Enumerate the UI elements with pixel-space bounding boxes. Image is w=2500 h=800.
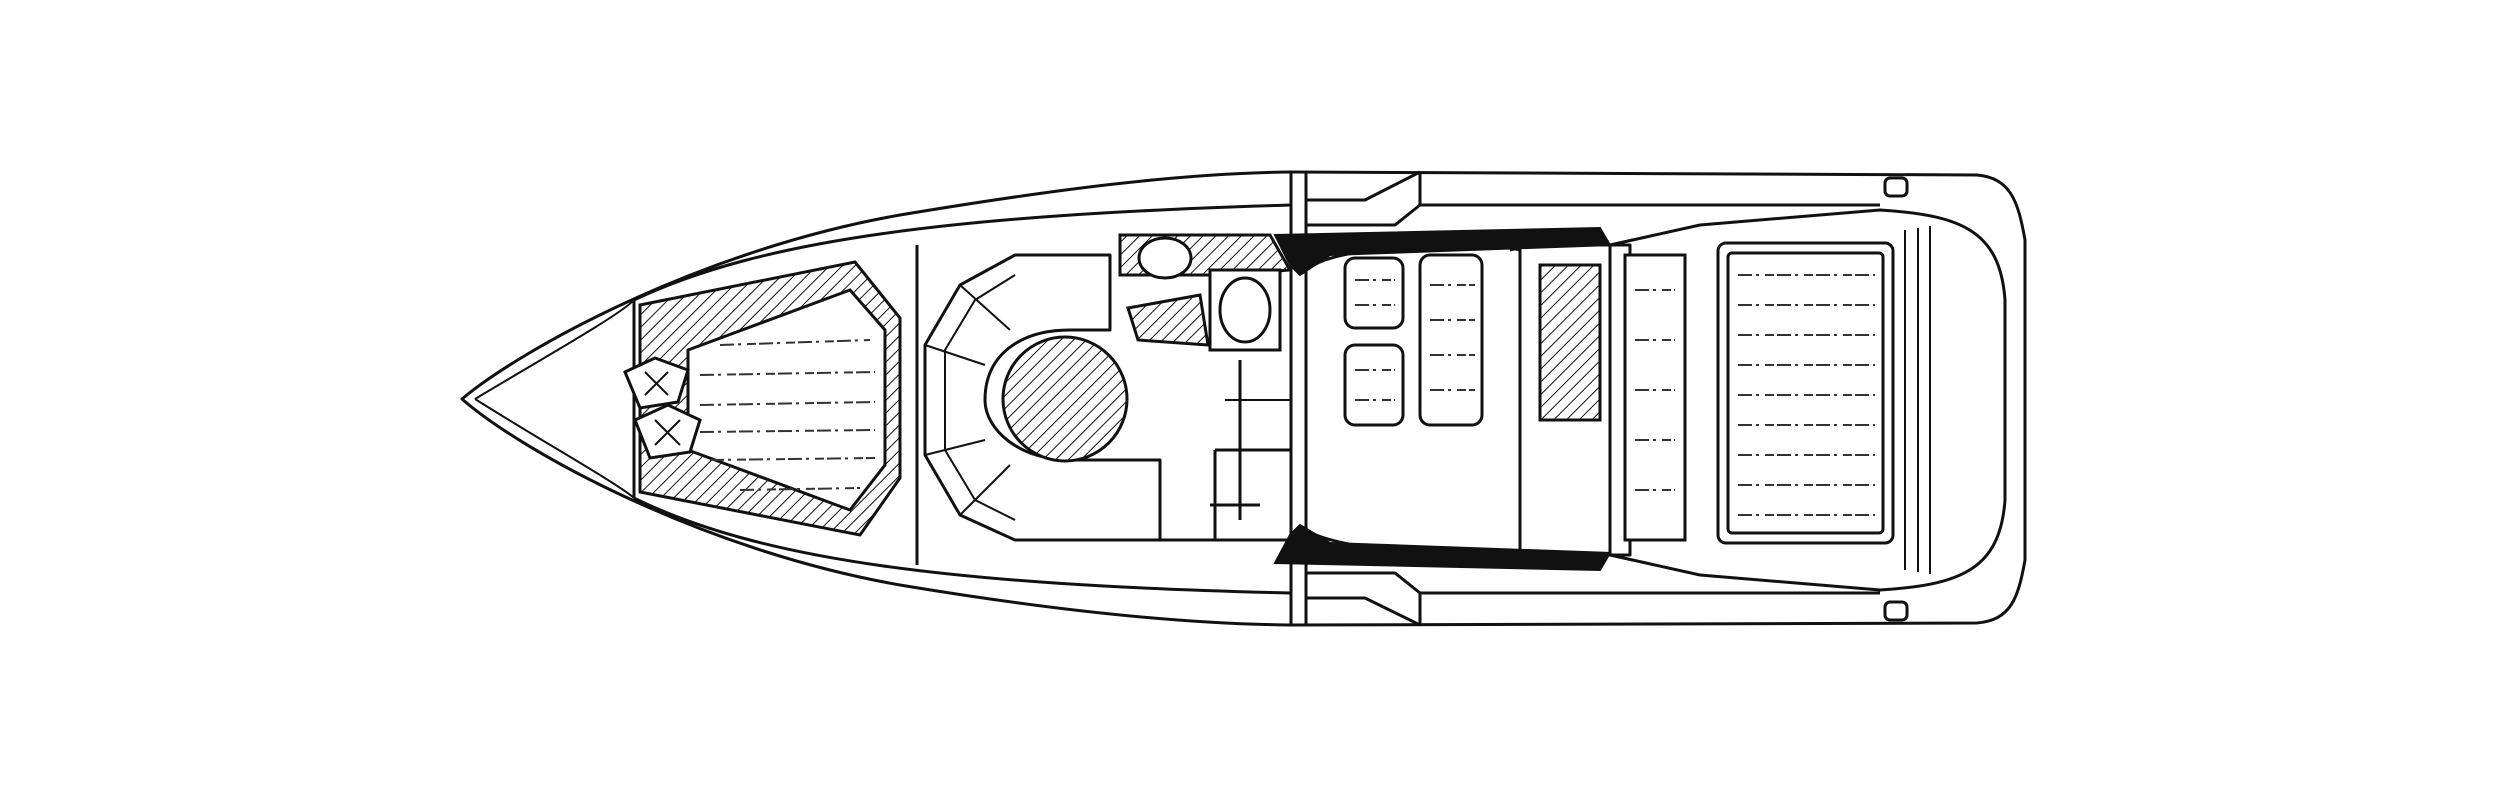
side-deck-bottom xyxy=(1306,571,1880,627)
engine-hatch xyxy=(1538,263,1602,422)
dinette-seat-inner xyxy=(924,274,1016,521)
pillow-icon xyxy=(623,356,702,460)
sink-icon xyxy=(1137,236,1193,280)
dinette-table xyxy=(1001,335,1129,463)
coaming xyxy=(1609,208,2007,592)
head-shower-tray xyxy=(1126,293,1210,347)
windscreen-bottom xyxy=(1273,523,1612,572)
sun-pad xyxy=(1726,251,1885,535)
dinette-seating xyxy=(923,253,1162,542)
hull-outline xyxy=(460,170,2027,627)
cleat-icon xyxy=(1883,600,1909,622)
sun-pad-texture xyxy=(1738,274,1875,516)
bow-inner-line xyxy=(474,299,635,499)
inner-gunwale xyxy=(633,203,1292,595)
helm-seats xyxy=(1343,253,1484,427)
windscreen-top xyxy=(1273,226,1612,277)
aft-bench xyxy=(1623,253,1687,542)
transom-lines xyxy=(1904,226,1931,574)
aft-bench-texture xyxy=(1635,289,1675,491)
cockpit-floor xyxy=(1305,243,1522,557)
toilet-icon xyxy=(1218,276,1272,344)
side-deck-top xyxy=(1306,170,1880,227)
v-berth-cushion-texture xyxy=(699,339,876,491)
cleat-icon xyxy=(1883,176,1909,198)
galley-unit xyxy=(1160,360,1290,542)
